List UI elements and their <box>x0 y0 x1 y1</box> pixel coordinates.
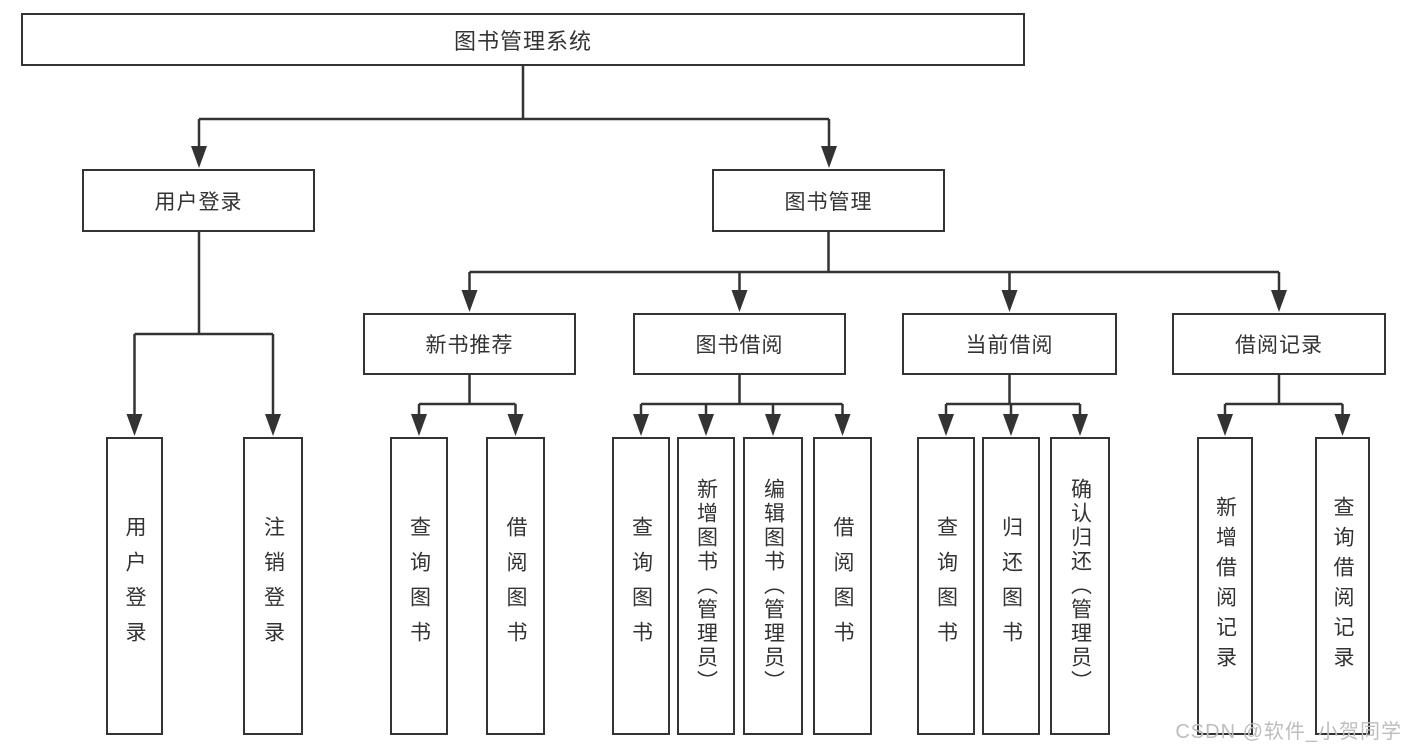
node-book-management: 图书管理 <box>712 169 945 232</box>
leaf-label: 查询图书 <box>629 516 653 656</box>
leaf-label: 用户登录 <box>123 516 146 656</box>
leaf-label: 查询图书 <box>407 516 431 656</box>
leaf-borrow-books: 借阅图书 <box>813 437 872 735</box>
leaf-user-login: 用户登录 <box>106 437 163 735</box>
leaf-logout: 注销登录 <box>243 437 303 735</box>
node-label: 用户登录 <box>154 190 243 214</box>
leaf-query-books: 查询图书 <box>612 437 670 735</box>
leaf-label: 编辑图书（管理员） <box>761 478 785 694</box>
leaf-label: 查询图书 <box>934 516 958 656</box>
node-book-borrow: 图书借阅 <box>633 313 846 375</box>
leaf-query-books: 查询图书 <box>917 437 975 735</box>
leaf-label: 新增图书（管理员） <box>694 478 718 694</box>
leaf-add-borrow-record: 新增借阅记录 <box>1197 437 1253 735</box>
leaf-edit-book-admin: 编辑图书（管理员） <box>743 437 803 735</box>
node-new-book-recommend: 新书推荐 <box>363 313 576 375</box>
node-label: 新书推荐 <box>425 334 514 357</box>
leaf-label: 注销登录 <box>261 516 285 656</box>
leaf-label: 新增借阅记录 <box>1213 496 1237 676</box>
node-label: 当前借阅 <box>965 334 1054 357</box>
node-label: 图书管理系统 <box>453 28 592 54</box>
leaf-borrow-books: 借阅图书 <box>486 437 545 735</box>
leaf-add-book-admin: 新增图书（管理员） <box>677 437 735 735</box>
node-user-login: 用户登录 <box>82 169 315 232</box>
leaf-label: 确认归还（管理员） <box>1068 478 1092 694</box>
leaf-return-books: 归还图书 <box>982 437 1040 735</box>
node-label: 借阅记录 <box>1235 334 1323 357</box>
node-borrow-record: 借阅记录 <box>1172 313 1386 375</box>
leaf-label: 借阅图书 <box>504 516 527 656</box>
node-system-root: 图书管理系统 <box>21 13 1025 66</box>
leaf-label: 查询借阅记录 <box>1331 496 1354 676</box>
leaf-confirm-return-admin: 确认归还（管理员） <box>1050 437 1110 735</box>
csdn-watermark: CSDN @软件_小贺同学 <box>1175 721 1402 743</box>
leaf-query-books: 查询图书 <box>390 437 448 735</box>
node-label: 图书借阅 <box>695 334 784 357</box>
node-current-borrow: 当前借阅 <box>902 313 1117 375</box>
leaf-label: 归还图书 <box>999 516 1023 656</box>
node-label: 图书管理 <box>784 190 873 214</box>
leaf-label: 借阅图书 <box>831 516 854 656</box>
leaf-query-borrow-record: 查询借阅记录 <box>1315 437 1370 735</box>
